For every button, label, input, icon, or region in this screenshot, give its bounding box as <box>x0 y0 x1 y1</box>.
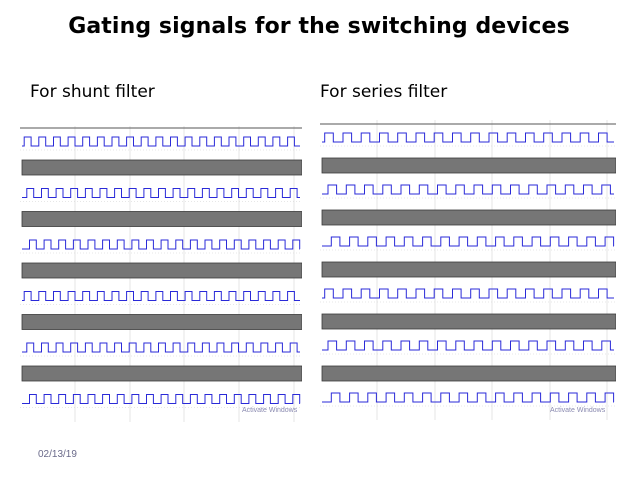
gating-signal-waveform <box>22 188 300 198</box>
gating-signal-waveform <box>322 132 614 143</box>
gating-signal-waveform <box>322 392 615 403</box>
shunt-filter-label: For shunt filter <box>30 82 155 102</box>
separator-bar <box>21 159 302 176</box>
gating-signal-waveform <box>22 291 300 301</box>
activate-windows-watermark: Activate Windows <box>242 407 298 414</box>
separator-bar <box>321 261 616 278</box>
shunt-filter-gating-svg: Activate Windows <box>20 126 302 422</box>
gating-signal-waveform <box>322 288 614 299</box>
activate-windows-watermark: Activate Windows <box>550 407 606 414</box>
gating-signal-waveform <box>22 239 301 250</box>
separator-bar <box>21 262 302 279</box>
separator-bar <box>21 211 302 227</box>
series-filter-gating-plot: Activate Windows <box>320 120 616 420</box>
separator-bar <box>321 313 616 330</box>
gating-signal-waveform <box>322 184 614 195</box>
gating-signal-waveform <box>322 340 614 351</box>
gating-signal-waveform <box>22 394 301 404</box>
separator-bar <box>321 365 616 382</box>
series-filter-label: For series filter <box>320 82 448 102</box>
separator-bar <box>21 314 302 330</box>
gating-signal-waveform <box>322 236 615 247</box>
slide-title: Gating signals for the switching devices <box>68 14 570 39</box>
series-filter-gating-svg: Activate Windows <box>320 120 616 420</box>
separator-bar <box>321 209 616 226</box>
slide-date: 02/13/19 <box>38 449 77 460</box>
separator-bar <box>321 157 616 174</box>
gating-signal-waveform <box>22 342 300 353</box>
gating-signal-waveform <box>22 136 300 147</box>
shunt-filter-gating-plot: Activate Windows <box>20 126 302 422</box>
separator-bar <box>21 365 302 382</box>
